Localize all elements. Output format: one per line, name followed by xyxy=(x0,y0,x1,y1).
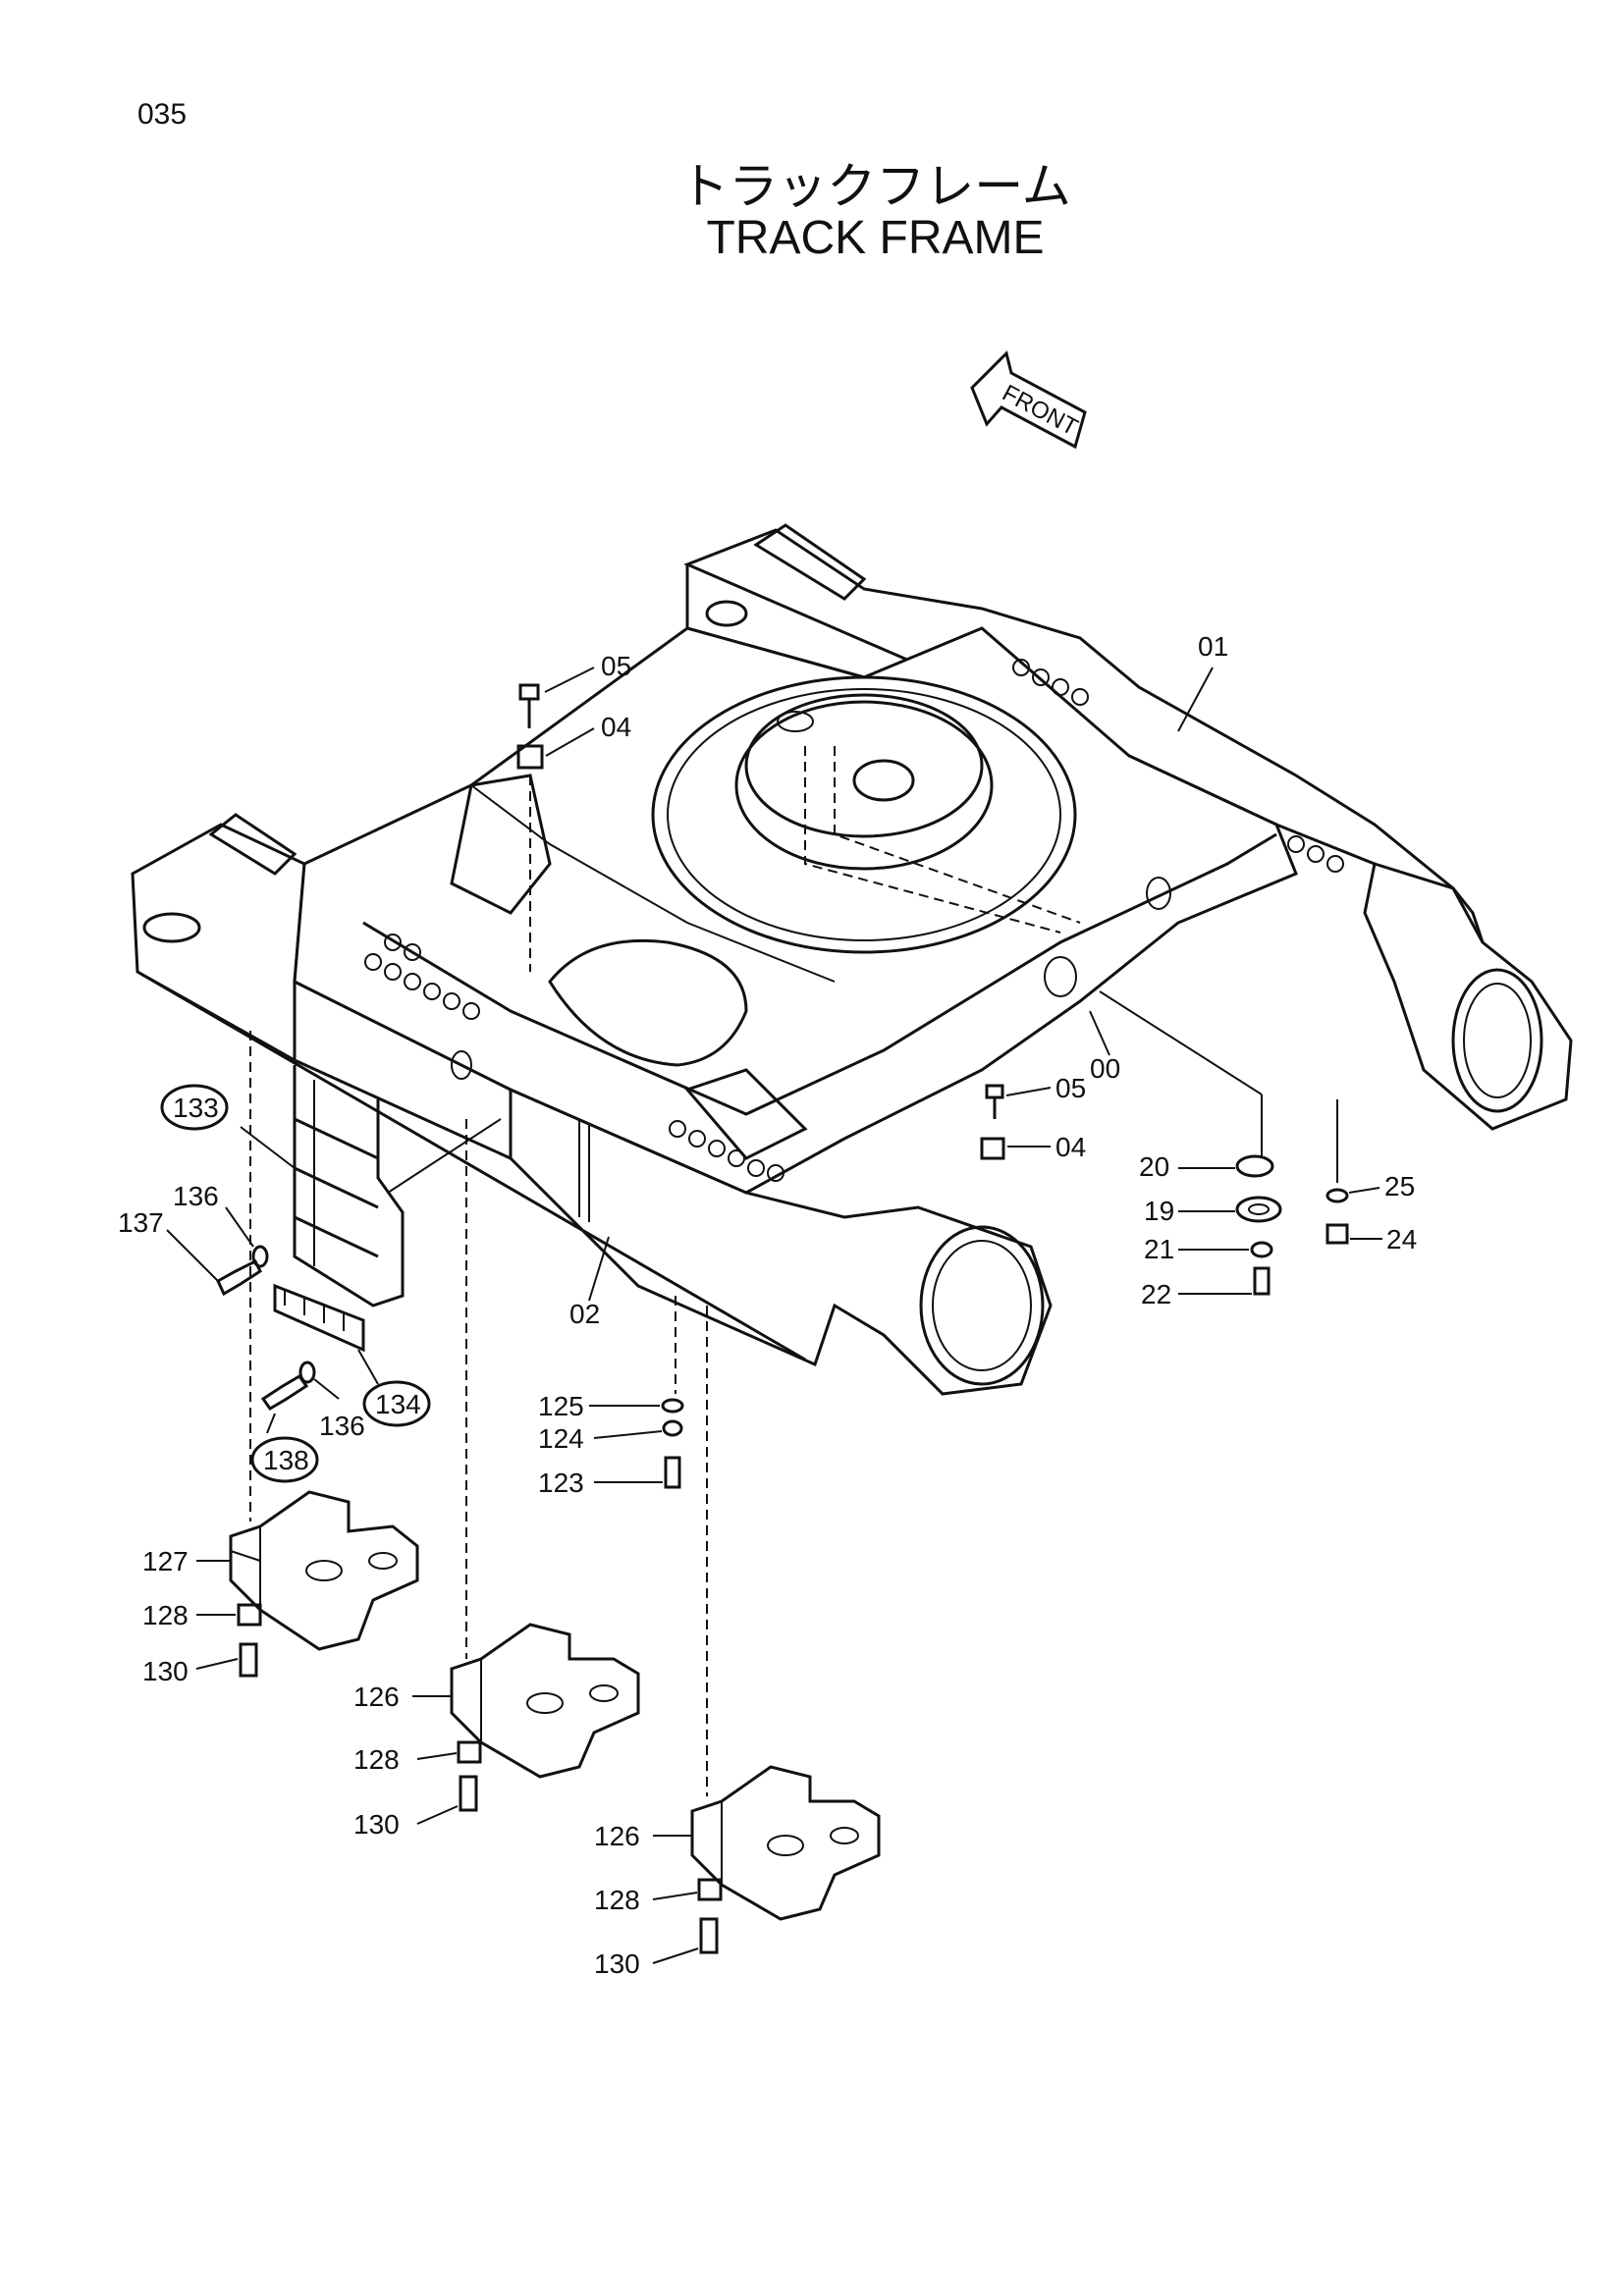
label-04-top: 04 xyxy=(601,712,631,742)
bracket-134 xyxy=(273,1283,379,1385)
ladder-133 xyxy=(240,1065,502,1308)
bolt-130a xyxy=(195,1642,258,1678)
label-21: 21 xyxy=(1144,1234,1174,1264)
washer-125 xyxy=(589,1398,684,1414)
callout-circle-134 xyxy=(362,1380,431,1427)
plug-20 xyxy=(1099,990,1274,1178)
label-126-front: 126 xyxy=(594,1821,640,1851)
label-127: 127 xyxy=(142,1546,189,1576)
label-124: 124 xyxy=(538,1423,584,1454)
bolt-123 xyxy=(594,1456,681,1489)
label-00: 00 xyxy=(1090,1053,1120,1084)
title-english: TRACK FRAME xyxy=(706,212,1045,264)
leader-00 xyxy=(1089,1010,1110,1056)
label-128a: 128 xyxy=(142,1600,189,1630)
label-134: 134 xyxy=(375,1389,421,1419)
label-22: 22 xyxy=(1141,1279,1171,1309)
guide-126-front xyxy=(653,1765,881,1921)
label-128c: 128 xyxy=(594,1885,640,1915)
callout-circle-138 xyxy=(250,1436,319,1483)
bolt-130c xyxy=(652,1917,719,1964)
guide-126-middle xyxy=(412,1623,640,1779)
label-126-middle: 126 xyxy=(353,1682,400,1712)
bolt-137 xyxy=(166,1206,269,1297)
leader-01 xyxy=(1177,667,1214,732)
bolt-cluster-center xyxy=(669,1120,784,1182)
guide-127 xyxy=(196,1490,419,1651)
track-frame-body xyxy=(131,523,1573,1396)
bolt-cluster-right xyxy=(1012,659,1344,873)
label-25: 25 xyxy=(1384,1171,1415,1201)
label-04-right: 04 xyxy=(1055,1132,1086,1162)
label-130a: 130 xyxy=(142,1656,189,1686)
label-20: 20 xyxy=(1139,1151,1169,1182)
label-02: 02 xyxy=(569,1299,600,1329)
bolt-cluster-left xyxy=(364,934,480,1020)
bolt-05-right xyxy=(985,1084,1052,1119)
bolt-130b xyxy=(416,1775,478,1825)
label-01: 01 xyxy=(1198,631,1228,662)
washer-25 xyxy=(1325,1099,1380,1203)
label-136-bottom: 136 xyxy=(319,1411,365,1441)
label-05-top: 05 xyxy=(601,651,631,681)
title-japanese: トラックフレーム xyxy=(679,158,1071,215)
bushing-128a xyxy=(196,1603,262,1627)
bushing-04-top xyxy=(516,727,595,972)
label-136-top: 136 xyxy=(173,1181,219,1211)
label-130b: 130 xyxy=(353,1809,400,1840)
leader-02 xyxy=(588,1236,610,1302)
bolt-138 xyxy=(260,1361,340,1434)
bushing-04-right xyxy=(980,1137,1051,1160)
label-133: 133 xyxy=(173,1093,219,1123)
washer-21 xyxy=(1178,1241,1273,1258)
label-05-right: 05 xyxy=(1055,1073,1086,1103)
label-128b: 128 xyxy=(353,1744,400,1775)
label-19: 19 xyxy=(1144,1196,1174,1226)
bolt-24 xyxy=(1325,1223,1382,1245)
label-138: 138 xyxy=(263,1445,309,1475)
page-number: 035 xyxy=(137,98,188,131)
callout-circle-133 xyxy=(160,1084,229,1131)
washer-124 xyxy=(593,1419,683,1439)
label-24: 24 xyxy=(1386,1224,1417,1255)
bushing-128c xyxy=(652,1878,723,1901)
front-arrow-icon: FRONT xyxy=(970,350,1087,450)
label-123: 123 xyxy=(538,1468,584,1498)
label-130c: 130 xyxy=(594,1949,640,1979)
label-125: 125 xyxy=(538,1391,584,1421)
label-137: 137 xyxy=(118,1207,164,1238)
seal-19 xyxy=(1178,1196,1282,1223)
bolt-05-top xyxy=(518,667,595,728)
bushing-128b xyxy=(416,1740,482,1764)
bolt-22 xyxy=(1178,1266,1271,1296)
